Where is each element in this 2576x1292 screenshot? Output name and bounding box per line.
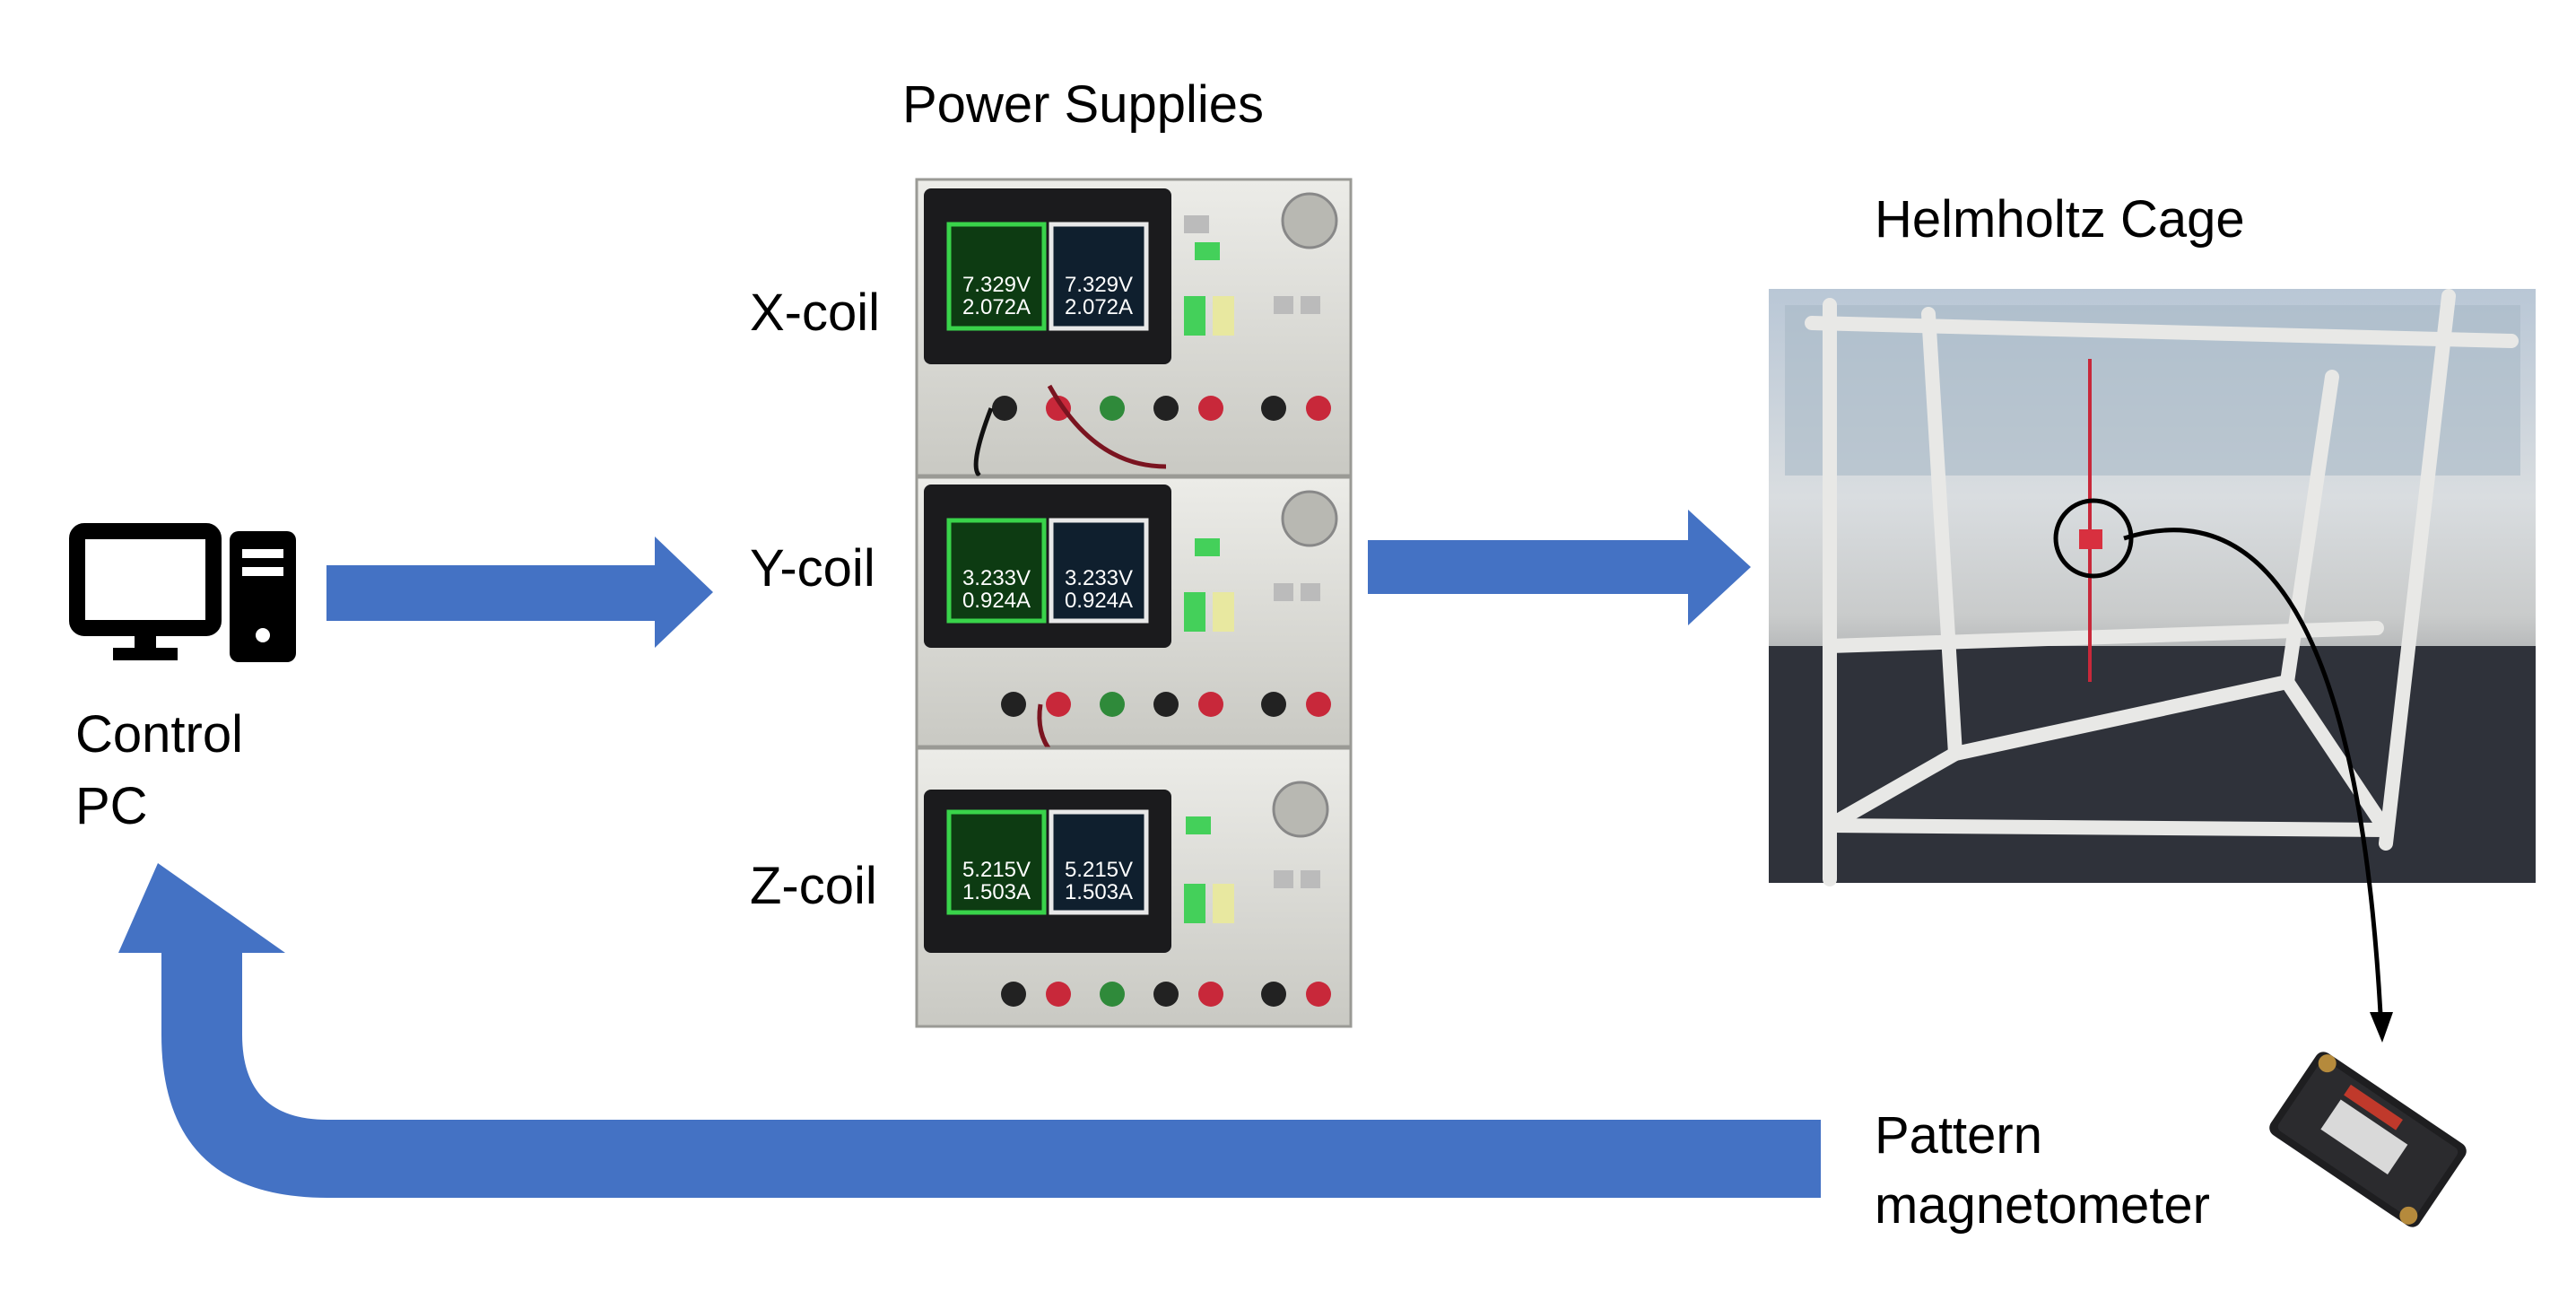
desktop-computer-icon xyxy=(69,523,296,662)
z-left-voltage: 5.215V xyxy=(962,858,1031,882)
helmholtz-cage-title: Helmholtz Cage xyxy=(1875,190,2245,249)
power-supply-y: 3.233V 0.924A 3.233V 0.924A xyxy=(915,476,1353,783)
arrow-magnetometer-to-pc xyxy=(118,863,1821,1198)
helmholtz-cage-photo xyxy=(1769,289,2536,886)
control-pc-label-line2: PC xyxy=(75,777,148,835)
x-coil-label: X-coil xyxy=(750,284,881,342)
x-left-voltage: 7.329V xyxy=(962,273,1031,297)
sensor-pointer-line xyxy=(2123,528,2383,1015)
magnetometer-label-line1: Pattern xyxy=(1875,1106,2042,1165)
sensor-pointer-head xyxy=(2370,1012,2393,1043)
y-left-current: 0.924A xyxy=(962,589,1031,613)
x-left-current: 2.072A xyxy=(962,295,1031,319)
y-left-voltage: 3.233V xyxy=(962,566,1031,590)
y-coil-label: Y-coil xyxy=(750,539,875,598)
z-left-current: 1.503A xyxy=(962,880,1031,904)
power-supply-z: 5.215V 1.503A 5.215V 1.503A xyxy=(915,746,1353,1028)
z-right-voltage: 5.215V xyxy=(1065,858,1133,882)
power-supply-x: 7.329V 2.072A 7.329V 2.072A xyxy=(915,178,1353,477)
x-right-current: 2.072A xyxy=(1065,295,1133,319)
magnetometer-label-line2: magnetometer xyxy=(1875,1176,2210,1235)
magnetometer-device-icon xyxy=(2269,1052,2467,1227)
y-right-voltage: 3.233V xyxy=(1065,566,1133,590)
control-pc-label-line1: Control xyxy=(75,705,243,764)
z-right-current: 1.503A xyxy=(1065,880,1133,904)
z-coil-label: Z-coil xyxy=(750,857,877,915)
arrow-power-supplies-to-cage xyxy=(1368,510,1751,625)
power-supply-stack: 7.329V 2.072A 7.329V 2.072A xyxy=(915,178,1353,1028)
y-right-current: 0.924A xyxy=(1065,589,1133,613)
x-right-voltage: 7.329V xyxy=(1065,273,1133,297)
power-supplies-title: Power Supplies xyxy=(902,75,1264,134)
arrow-pc-to-power-supplies xyxy=(326,537,713,648)
